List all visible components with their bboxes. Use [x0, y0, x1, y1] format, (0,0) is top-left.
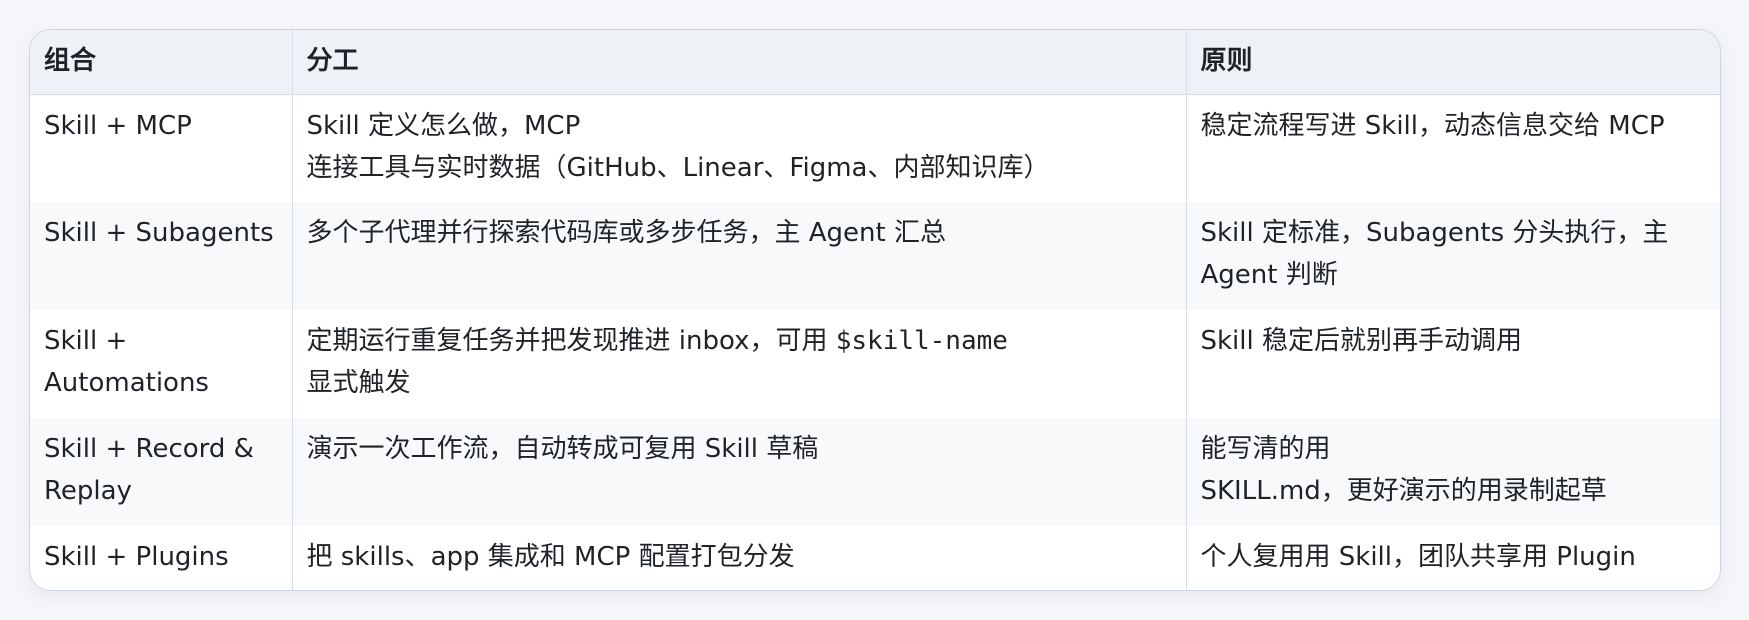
column-header-division: 分工 — [291, 30, 1186, 95]
division-text-line: 演示一次工作流，自动转成可复用 Skill 草稿 — [306, 434, 819, 464]
column-header-combo: 组合 — [30, 30, 292, 95]
division-text: 定期运行重复任务并把发现推进 inbox，可用 — [306, 326, 836, 356]
cell-principle: Skill 稳定后就别再手动调用 — [1185, 310, 1720, 418]
cell-combo: Skill + MCP — [30, 94, 292, 202]
cell-division: 多个子代理并行探索代码库或多步任务，主 Agent 汇总 — [291, 202, 1186, 310]
cell-principle: 能写清的用 SKILL.md，更好演示的用录制起草 — [1185, 418, 1720, 526]
cell-combo: Skill + Subagents — [30, 202, 292, 310]
principle-text-line: Agent 判断 — [1200, 260, 1338, 290]
division-text-line: 连接工具与实时数据（GitHub、Linear、Figma、内部知识库） — [306, 152, 1050, 183]
table-row: Skill + Subagents 多个子代理并行探索代码库或多步任务，主 Ag… — [30, 202, 1720, 310]
table-row: Skill + Automations 定期运行重复任务并把发现推进 inbox… — [30, 310, 1720, 418]
cell-principle: 个人复用用 Skill，团队共享用 Plugin — [1185, 526, 1720, 590]
principle-text-line: Skill 稳定后就别再手动调用 — [1200, 326, 1523, 356]
division-text-line: Skill 定义怎么做，MCP — [306, 110, 581, 141]
cell-combo: Skill + Automations — [30, 310, 292, 418]
combo-label-line: Automations — [44, 368, 209, 398]
table-body: Skill + MCP Skill 定义怎么做，MCP 连接工具与实时数据（Gi… — [30, 94, 1720, 590]
cell-combo: Skill + Record & Replay — [30, 418, 292, 526]
comparison-table-card: 组合 分工 原则 Skill + MCP Skill 定义怎么做，MCP 连接工… — [29, 29, 1721, 591]
inline-code: $skill-name — [835, 326, 1008, 356]
cell-principle: 稳定流程写进 Skill，动态信息交给 MCP — [1185, 94, 1720, 202]
cell-division: Skill 定义怎么做，MCP 连接工具与实时数据（GitHub、Linear、… — [291, 94, 1186, 202]
combo-label-line: Skill + — [44, 326, 128, 356]
table-row: Skill + Plugins 把 skills、app 集成和 MCP 配置打… — [30, 526, 1720, 590]
cell-division: 演示一次工作流，自动转成可复用 Skill 草稿 — [291, 418, 1186, 526]
column-header-principle: 原则 — [1185, 30, 1720, 95]
principle-text-line: 稳定流程写进 Skill，动态信息交给 MCP — [1200, 110, 1665, 141]
combo-label: Skill + MCP — [44, 110, 192, 141]
table-row: Skill + Record & Replay 演示一次工作流，自动转成可复用 … — [30, 418, 1720, 526]
combo-label-line: Skill + Record & — [44, 434, 254, 464]
combo-label-line: Replay — [44, 476, 132, 506]
division-text-line: 多个子代理并行探索代码库或多步任务，主 Agent 汇总 — [306, 218, 947, 248]
principle-text-line: SKILL.md，更好演示的用录制起草 — [1200, 476, 1607, 506]
combo-label: Skill + Subagents — [44, 218, 274, 248]
header-row: 组合 分工 原则 — [30, 30, 1720, 95]
division-text-line: 把 skills、app 集成和 MCP 配置打包分发 — [306, 542, 795, 572]
combo-label: Skill + Plugins — [44, 542, 229, 572]
division-text-line: 显式触发 — [306, 368, 411, 398]
principle-text-line: 能写清的用 — [1200, 434, 1331, 464]
cell-division: 把 skills、app 集成和 MCP 配置打包分发 — [291, 526, 1186, 590]
table-row: Skill + MCP Skill 定义怎么做，MCP 连接工具与实时数据（Gi… — [30, 94, 1720, 202]
principle-text-line: 个人复用用 Skill，团队共享用 Plugin — [1200, 542, 1636, 572]
comparison-table: 组合 分工 原则 Skill + MCP Skill 定义怎么做，MCP 连接工… — [30, 30, 1720, 590]
table-header: 组合 分工 原则 — [30, 30, 1720, 95]
principle-text-line: Skill 定标准，Subagents 分头执行，主 — [1200, 218, 1669, 248]
division-text-line: 定期运行重复任务并把发现推进 inbox，可用 $skill-name — [307, 320, 1172, 362]
cell-division: 定期运行重复任务并把发现推进 inbox，可用 $skill-name 显式触发 — [291, 310, 1186, 418]
cell-principle: Skill 定标准，Subagents 分头执行，主 Agent 判断 — [1185, 202, 1720, 310]
cell-combo: Skill + Plugins — [30, 526, 292, 590]
